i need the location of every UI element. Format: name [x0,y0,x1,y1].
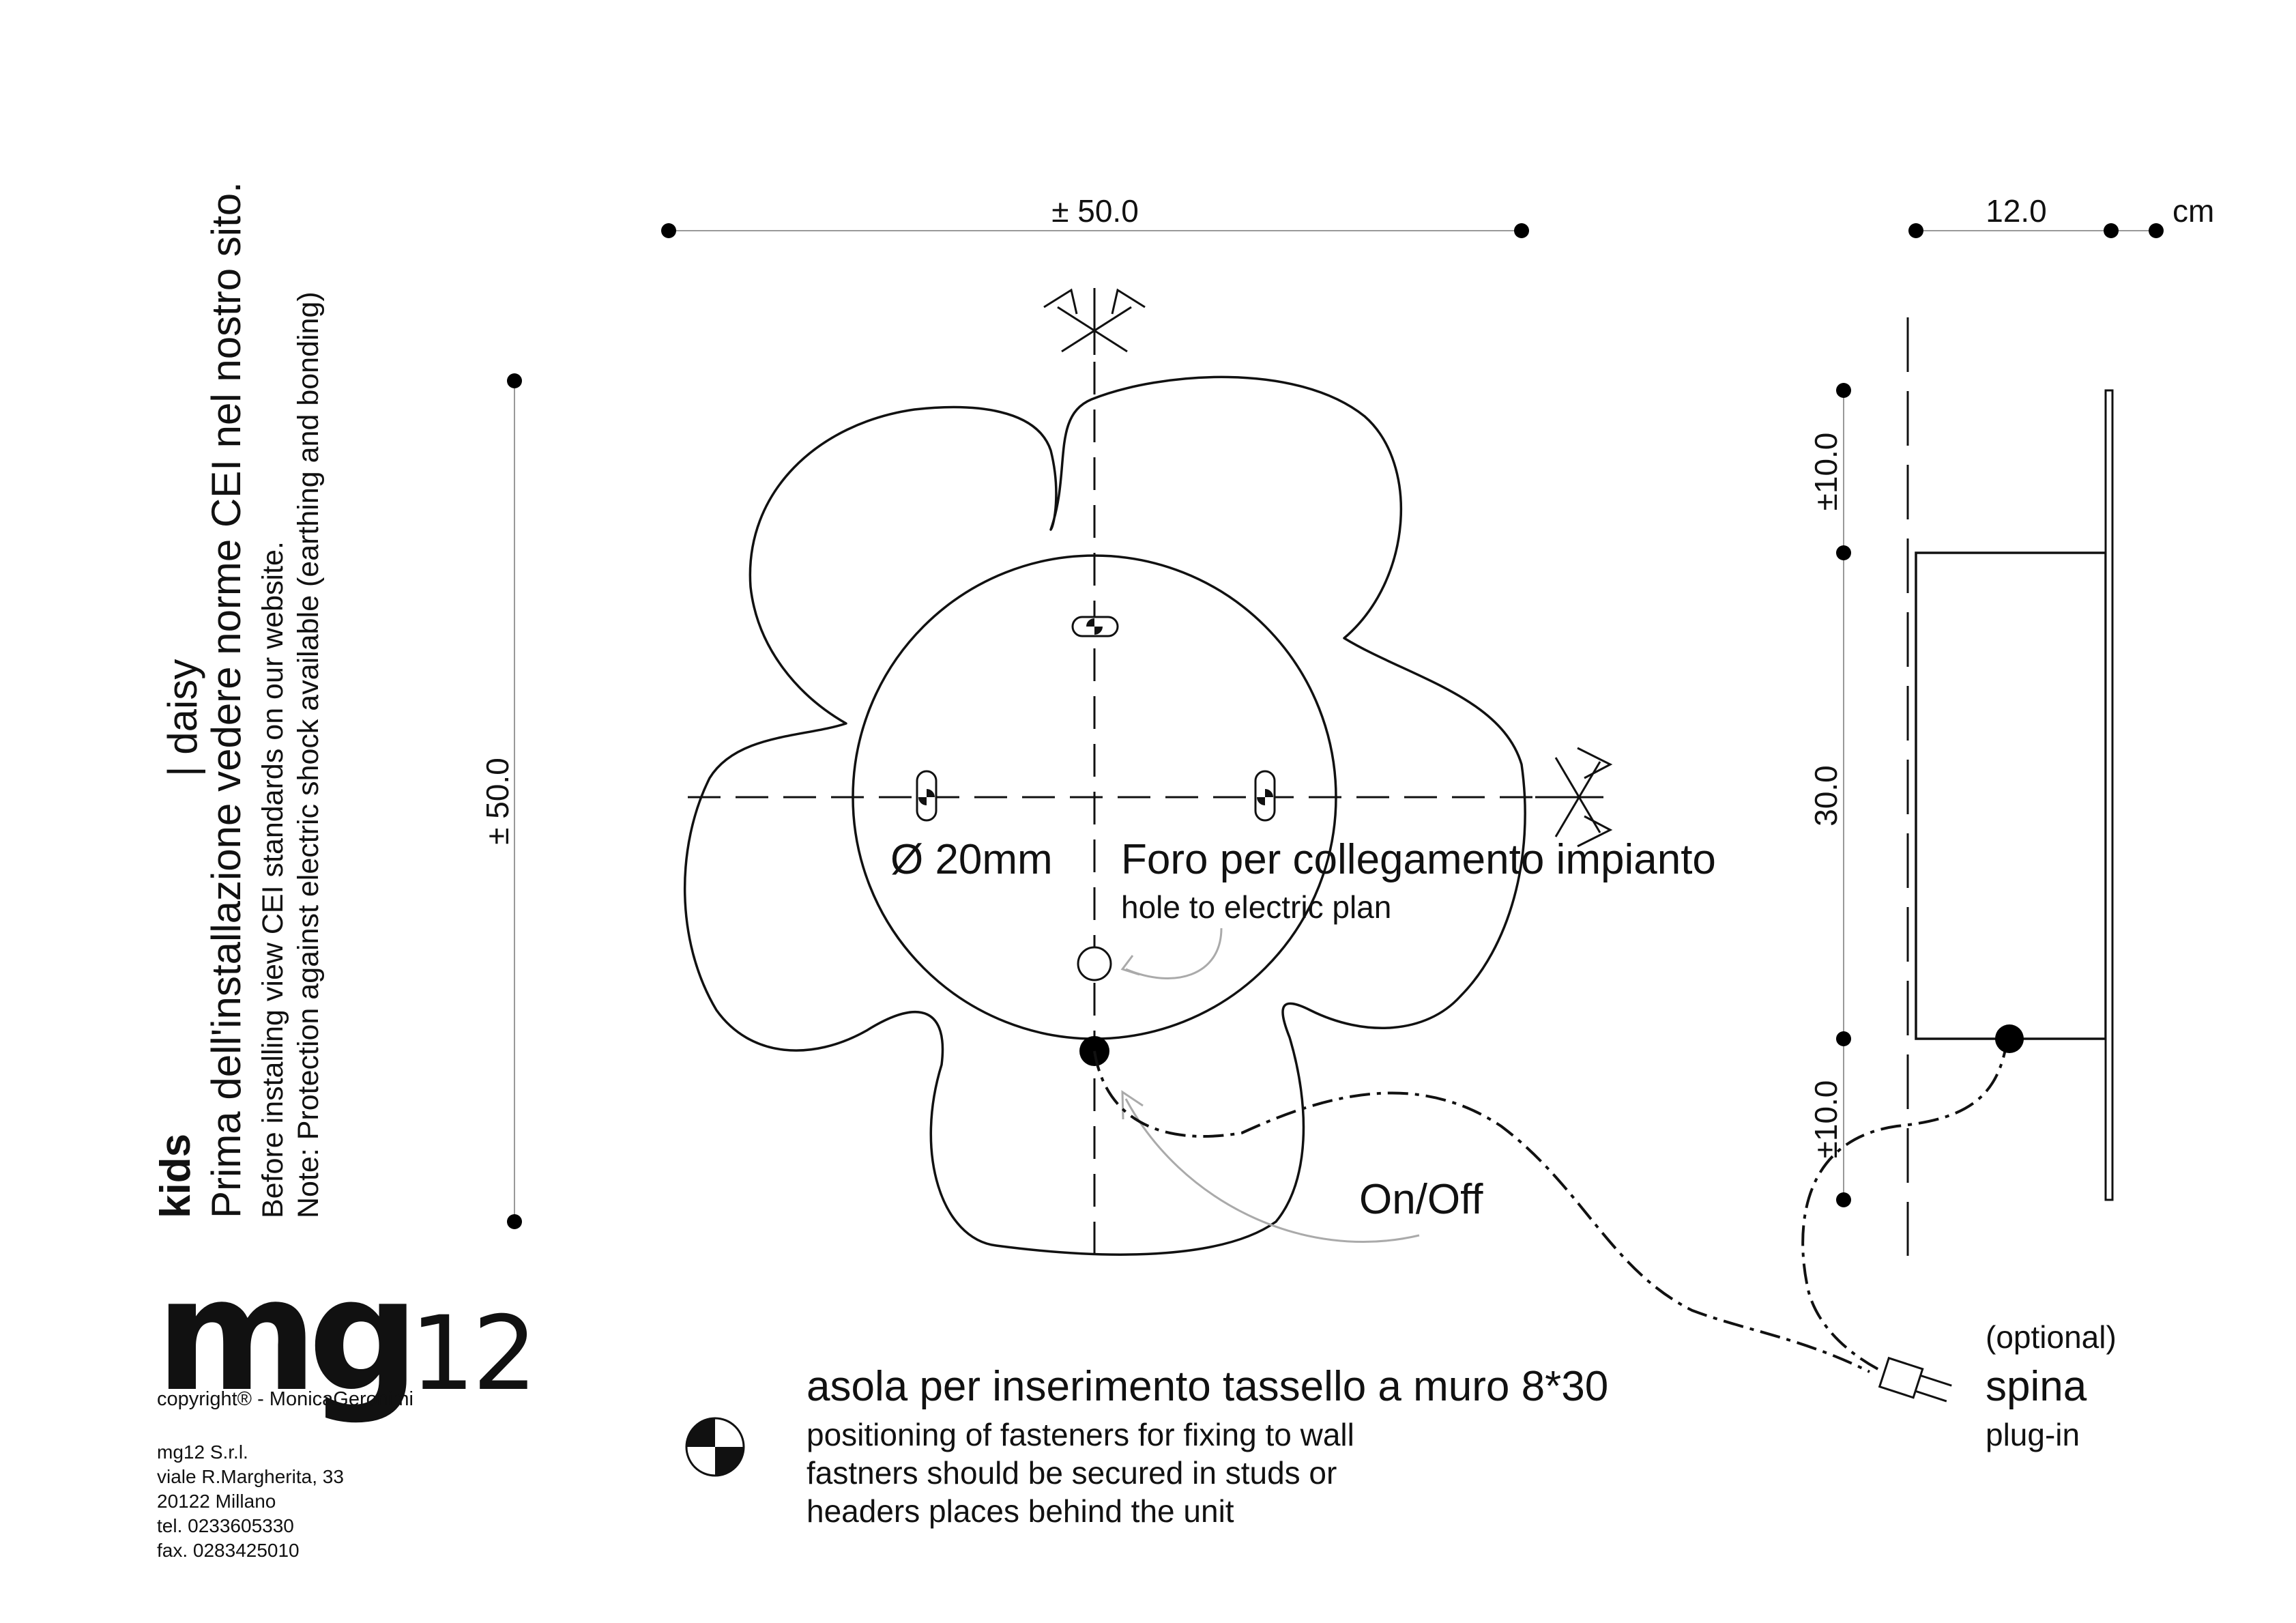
protection-note-en: Note: Protection against electric shock … [292,291,325,1218]
switch-leader-arrowhead [1121,1090,1144,1120]
hole-leader-arrow [1125,928,1223,979]
fastener-legend-icon [685,1417,745,1477]
address-line: mg12 S.r.l. [157,1441,248,1463]
logo-letters: mg [156,1244,420,1426]
front-height-dimension: ± 50.0 [480,373,522,1229]
hole-label-en: hole to electric plan [1121,889,1391,925]
side-vertical-dimensions: ±10.0 30.0 ±10.0 [1808,383,1851,1207]
legend-slot-it: asola per inserimento tassello a muro 8*… [806,1363,1608,1410]
hole-label-it: Foro per collegamento impianto [1121,836,1716,883]
plug-icon [1878,1356,1952,1403]
front-height-value: ± 50.0 [480,758,515,845]
daisy-petal-outline [684,375,1526,1256]
unit-label: cm [2173,193,2214,229]
logo-number: 12 [409,1295,538,1413]
copyright-text: copyright® - MonicaGeronimi [157,1388,413,1410]
title-block: kids | daisy Prima dell'installazione ve… [152,182,325,1218]
switch-label: On/Off [1359,1176,1483,1223]
switch-leader-arrow [1124,1098,1420,1243]
address-line: 20122 Millano [157,1491,276,1512]
hole-leader-arrowhead [1120,955,1140,976]
side-body [1915,551,2107,1040]
fastener-slot-left [916,770,938,822]
side-depth-dimension: 12.0 cm [1908,193,2214,238]
legend-slot-en-2: fastners should be secured in studs or [806,1455,1337,1491]
side-middle-value: 30.0 [1808,765,1844,827]
hole-diameter-label: Ø 20mm [890,836,1053,883]
legend-slot-en-3: headers places behind the unit [806,1493,1234,1529]
side-top-value: ±10.0 [1808,433,1844,511]
plug-label-en: plug-in [1986,1417,2080,1452]
front-width-value: ± 50.0 [1051,193,1139,229]
side-front-plate [2104,389,2114,1201]
brand-logo: mg12 [156,1257,538,1413]
address-line: fax. 0283425010 [157,1540,300,1561]
category-label: kids [152,1134,199,1218]
centerlines [688,314,1583,1256]
installation-note-it: Prima dell'installazione vedere norme CE… [203,182,249,1218]
vertical-axis-arrow [1043,288,1146,355]
side-cable [1801,1037,2009,1373]
optional-label: (optional) [1986,1319,2117,1355]
horizontal-axis-arrow [1535,747,1613,848]
fastener-slot-right [1254,770,1276,822]
address-line: viale R.Margherita, 33 [157,1466,344,1487]
installation-note-en: Before installing view CEI standards on … [257,541,289,1218]
company-address: mg12 S.r.l. viale R.Margherita, 33 20122… [157,1440,344,1563]
product-name: | daisy [160,659,205,777]
side-depth-value: 12.0 [1986,193,2047,229]
legend-slot-en-1: positioning of fasteners for fixing to w… [806,1417,1354,1452]
front-width-dimension: ± 50.0 [661,193,1529,238]
address-line: tel. 0233605330 [157,1515,294,1536]
fastener-slot-top [1071,616,1119,637]
electric-hole [1077,946,1112,981]
side-bottom-value: ±10.0 [1808,1080,1844,1159]
power-cable [1093,1050,1870,1373]
plug-label-it: spina [1986,1363,2087,1410]
side-cable-point [1995,1024,2024,1053]
